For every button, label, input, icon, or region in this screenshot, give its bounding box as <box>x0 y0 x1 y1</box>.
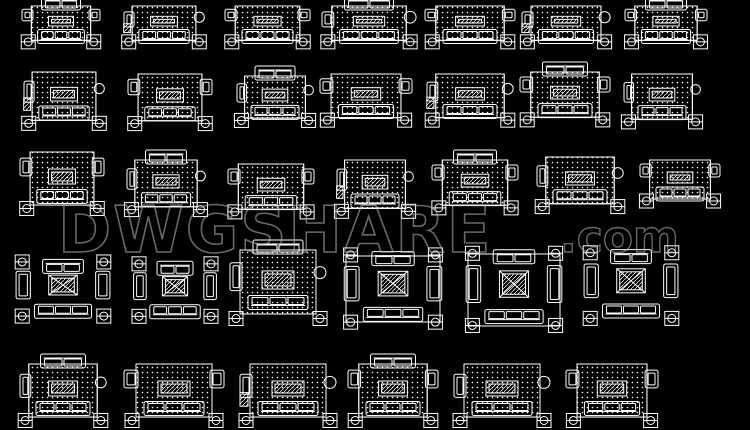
living-room-block <box>534 156 626 215</box>
living-room-block <box>17 353 109 428</box>
square-layout-block <box>464 245 564 333</box>
living-room-block <box>347 353 439 428</box>
living-room-block <box>565 363 659 428</box>
living-room-block <box>233 65 317 128</box>
living-room-block <box>519 61 611 128</box>
square-layout-block <box>14 254 112 324</box>
living-room-block <box>638 159 722 209</box>
living-room-block <box>19 151 105 216</box>
living-room-block <box>20 0 102 50</box>
living-room-block <box>127 73 213 132</box>
square-layout-block <box>343 247 443 330</box>
living-room-block <box>238 363 338 428</box>
living-room-block <box>624 0 708 50</box>
square-layout-block <box>131 256 219 324</box>
living-room-block <box>424 73 516 128</box>
living-room-block <box>333 159 417 219</box>
living-room-block <box>620 73 704 130</box>
furniture-blocks <box>14 0 722 428</box>
living-room-block <box>227 163 315 220</box>
living-room-block <box>228 239 328 327</box>
watermark-main-text: DWGSHARE <box>58 194 492 268</box>
living-room-block <box>431 149 519 216</box>
living-room-block <box>123 363 225 428</box>
living-room-block <box>124 149 208 218</box>
living-room-block <box>224 5 311 50</box>
watermark: DWGSHARE .com <box>57 193 679 269</box>
living-room-block <box>320 0 418 50</box>
living-room-block <box>21 71 107 131</box>
watermark-suffix-text: .com <box>560 212 679 263</box>
living-room-block <box>452 363 552 428</box>
living-room-block <box>121 5 207 50</box>
living-room-block <box>424 5 516 50</box>
square-layout-block <box>582 245 680 326</box>
living-room-block <box>519 5 613 50</box>
living-room-block <box>319 73 413 128</box>
